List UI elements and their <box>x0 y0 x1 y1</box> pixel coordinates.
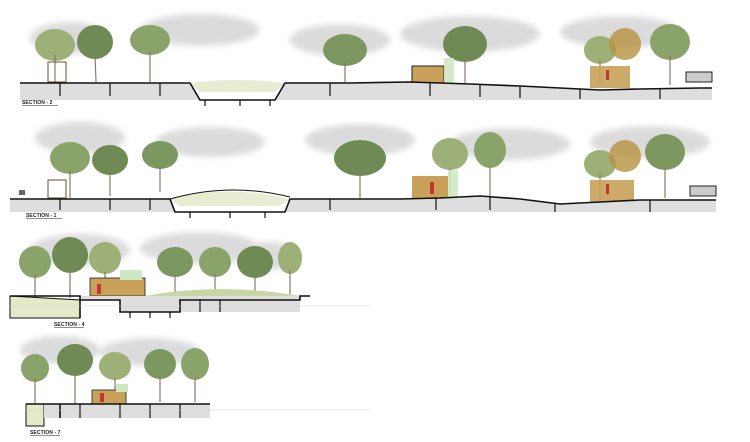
section-7-retaining-fill <box>25 403 45 427</box>
section-4-trees <box>19 237 302 298</box>
section-2-earth <box>20 82 712 100</box>
section-2-label: SECTION - 2 <box>22 100 53 106</box>
section-1-label: SECTION - 1 <box>26 213 57 219</box>
section-7-drawing: SECTION - 7 <box>20 336 370 436</box>
section-2-pavilion-right <box>590 66 713 88</box>
section-1-grass-mound <box>170 191 290 206</box>
section-2-grass-mound <box>190 80 285 92</box>
section-7-footings <box>79 404 181 418</box>
section-2-trees <box>35 24 690 85</box>
section-4-earth <box>80 296 300 312</box>
section-7-trees <box>21 344 209 404</box>
section-1-earth <box>10 196 716 212</box>
section-1-pavilion-center <box>412 170 458 198</box>
section-7-label: SECTION - 7 <box>30 430 61 436</box>
section-2-drawing: SECTION - 2 <box>20 14 713 106</box>
section-4-building <box>89 270 146 297</box>
section-4-label: SECTION - 4 <box>54 322 85 328</box>
section-1-trees <box>50 132 685 200</box>
section-7-earth <box>44 404 210 418</box>
section-1-footings <box>59 197 651 218</box>
section-1-ground-line <box>10 195 716 213</box>
section-7-building <box>91 384 128 405</box>
section-1-pavilion-right <box>590 180 717 202</box>
section-7-ground-line <box>26 403 210 418</box>
section-2-pavilion-left <box>47 61 67 83</box>
section-4-retaining-fill <box>9 295 81 319</box>
section-4-drawing: SECTION - 4 <box>9 232 370 328</box>
section-1-canopy-line <box>169 189 291 200</box>
section-1-pavilion-left <box>19 179 67 199</box>
section-2-footings <box>59 83 661 106</box>
section-2-ground-line <box>20 81 712 101</box>
section-4-mound <box>145 289 300 296</box>
section-2-pavilion-center <box>411 58 454 85</box>
section-1-drawing: SECTION - 1 <box>10 122 717 219</box>
